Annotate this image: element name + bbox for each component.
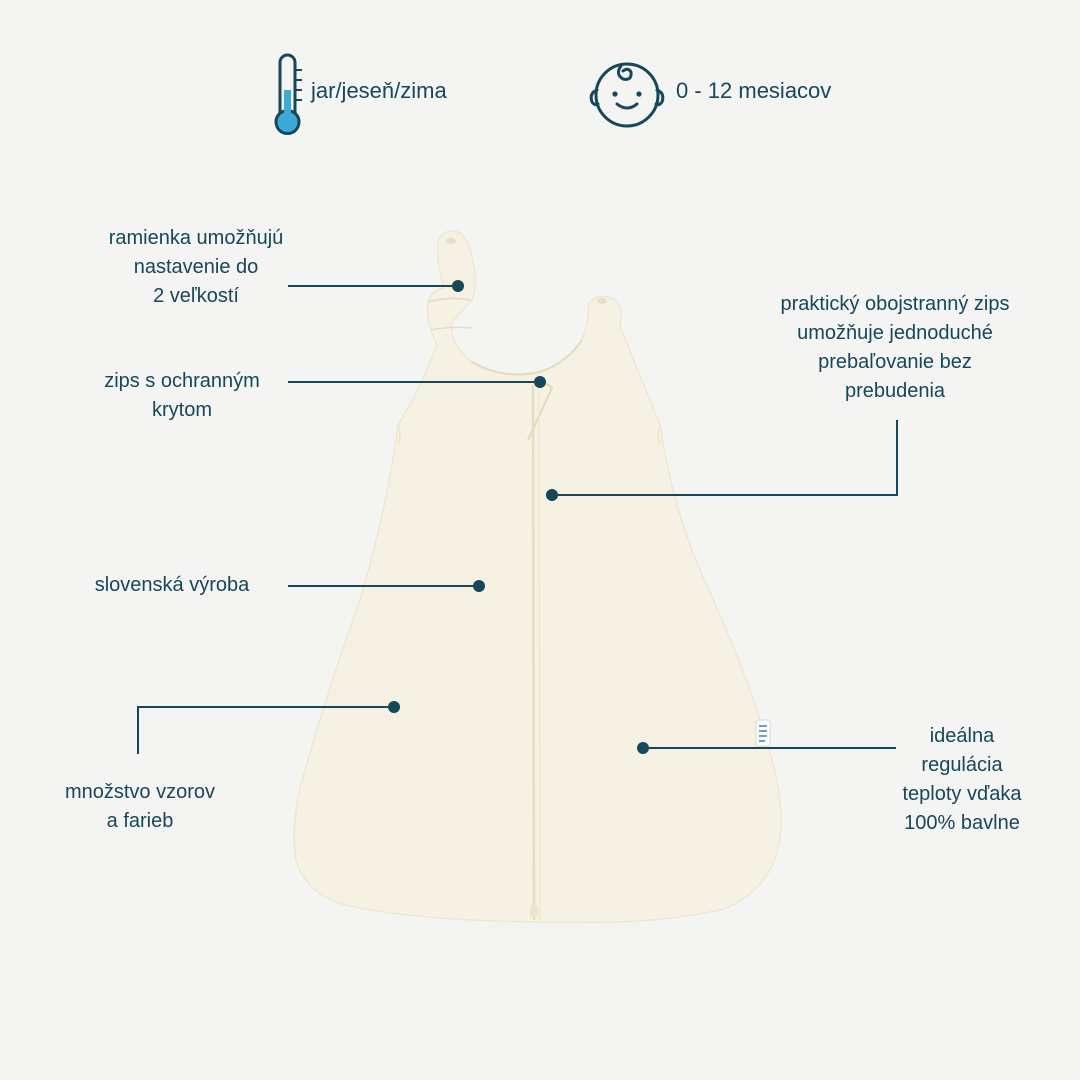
baby-face-icon — [589, 62, 665, 128]
callout-cotton-text: ideálna regulácia teploty vďaka 100% bav… — [862, 722, 1062, 838]
callout-made-in-line — [288, 580, 485, 592]
callout-line: nastavenie do — [133, 256, 259, 278]
callout-line: a farieb — [106, 810, 174, 832]
callout-line: teploty vďaka — [902, 783, 1022, 805]
callout-made-in-text: slovenská výroba — [52, 571, 292, 600]
season-label: jar/jeseň/zima — [311, 78, 447, 103]
callout-line: množstvo vzorov — [64, 781, 216, 803]
sleeping-bag-image — [293, 230, 782, 924]
callout-patterns-text: množstvo vzorov a farieb — [20, 778, 260, 836]
callout-line: praktický obojstranný zips — [780, 293, 1010, 315]
callout-cotton-line — [637, 742, 896, 754]
callout-line: prebudenia — [844, 380, 946, 402]
callout-line: zips s ochranným — [104, 370, 260, 392]
callout-line: umožňuje jednoduché — [797, 322, 993, 344]
callout-line: prebaľovanie bez — [818, 351, 972, 373]
callout-line: 2 veľkostí — [153, 285, 239, 307]
callout-line: ideálna — [929, 725, 995, 747]
callout-straps-text: ramienka umožňujú nastavenie do 2 veľkos… — [76, 224, 316, 311]
callout-zip-cover-line — [288, 376, 546, 388]
callout-straps-line — [288, 280, 464, 292]
callout-line: ramienka umožňujú — [108, 227, 284, 249]
callout-double-zip-line — [546, 420, 898, 501]
age-label: 0 - 12 mesiacov — [676, 78, 832, 103]
callout-zip-cover-text: zips s ochranným krytom — [62, 367, 302, 425]
callout-line: slovenská výroba — [94, 574, 250, 596]
thermometer-icon — [274, 53, 302, 135]
callout-line: regulácia — [921, 754, 1003, 776]
callout-patterns-line — [137, 701, 400, 754]
callout-line: 100% bavlne — [904, 812, 1020, 834]
callout-line: krytom — [152, 399, 212, 421]
callout-double-zip-text: praktický obojstranný zips umožňuje jedn… — [745, 290, 1045, 406]
